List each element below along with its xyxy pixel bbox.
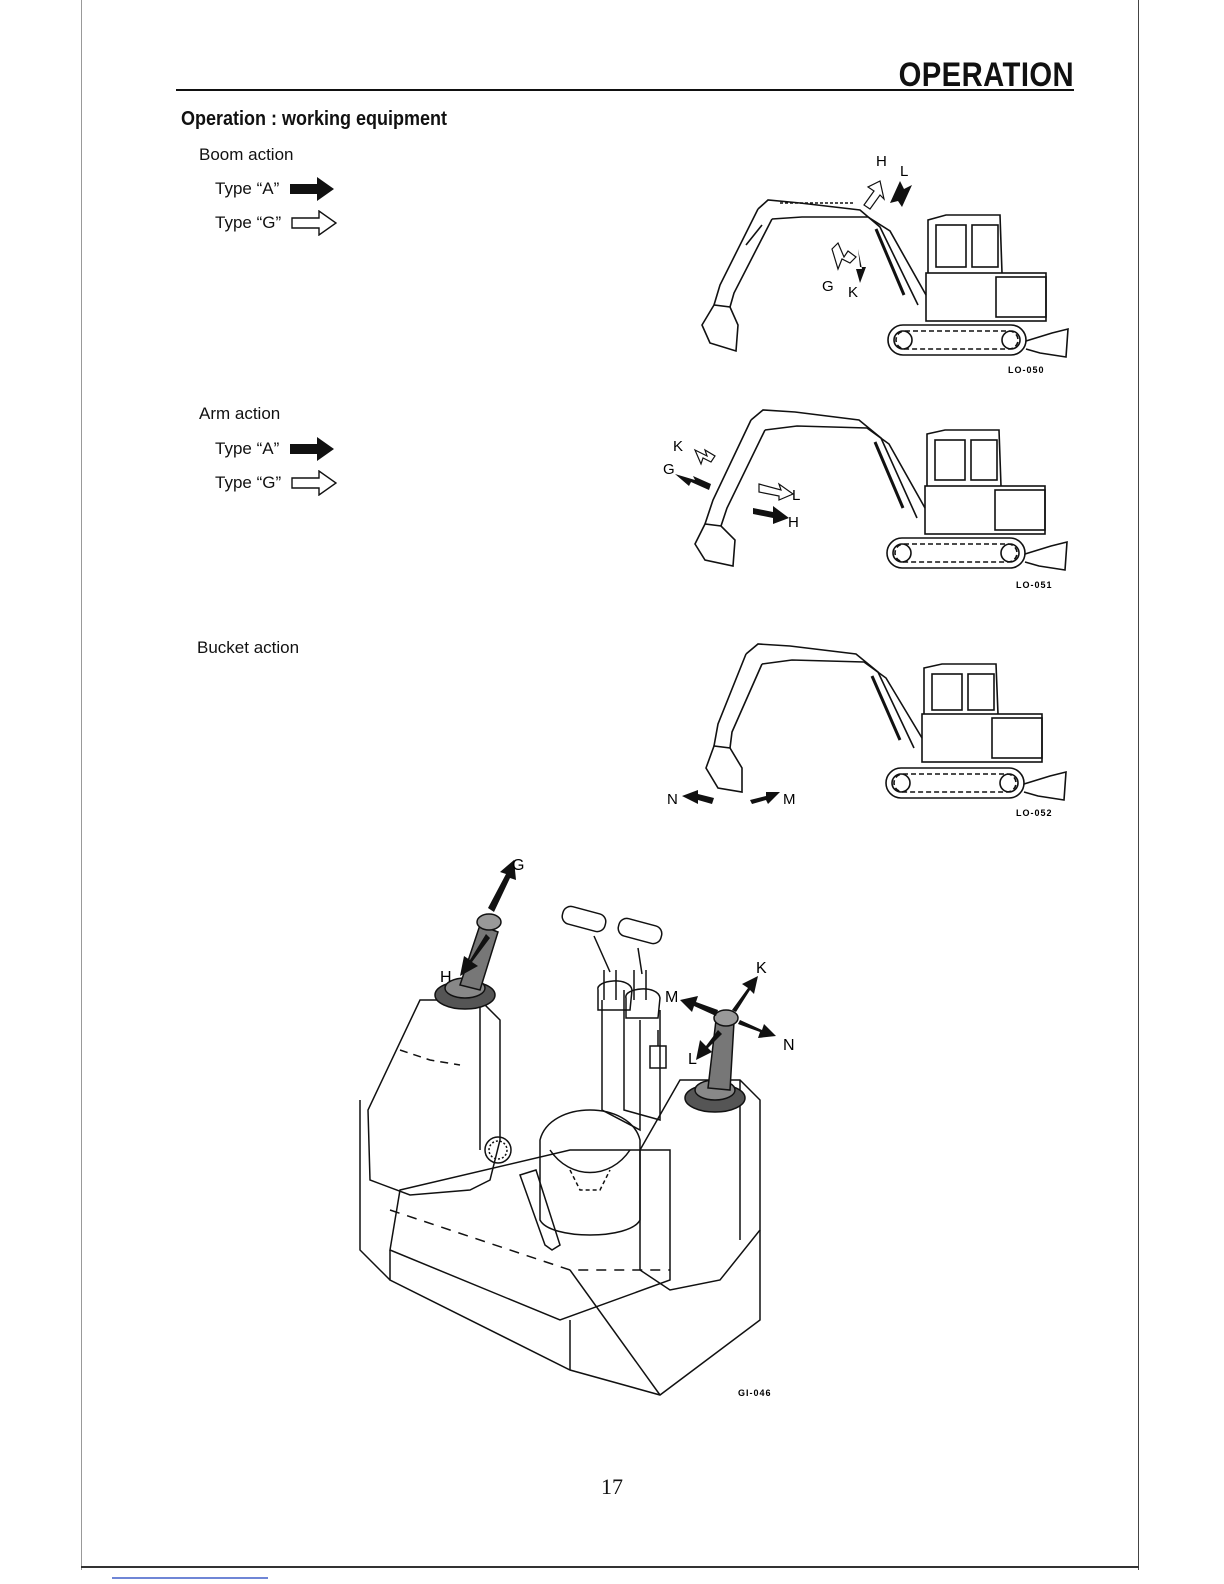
bucket-action-figure: N M LO-052 [660, 628, 1090, 828]
footer-mark [112, 1577, 268, 1579]
outline-arrow-icon [291, 470, 337, 496]
bucket-action-label: Bucket action [197, 638, 299, 658]
excavator-drawing [695, 410, 1067, 570]
arm-type-a-label: Type “A” [215, 439, 279, 459]
section-title: Operation : working equipment [181, 108, 447, 131]
boom-type-a-label: Type “A” [215, 179, 279, 199]
boom-arrow-label-l: L [900, 163, 908, 180]
bucket-arrows [682, 790, 780, 804]
bucket-arrow-label-n: N [667, 791, 678, 808]
boom-arrow-label-g: G [822, 278, 834, 295]
arm-action-label: Arm action [199, 404, 280, 424]
lever-arrow-label-m: M [665, 989, 678, 1006]
lever-arrow-label-h: H [440, 969, 452, 986]
boom-type-g-label: Type “G” [215, 213, 281, 233]
controls-figure-code: GI-046 [738, 1388, 772, 1398]
arm-type-g-row: Type “G” [215, 470, 337, 496]
arm-type-g-label: Type “G” [215, 473, 281, 493]
boom-figure-code: LO-050 [1008, 365, 1045, 375]
operator-console-drawing [360, 905, 760, 1395]
outline-arrow-icon [291, 210, 337, 236]
arm-figure-code: LO-051 [1016, 580, 1053, 590]
boom-type-a-row: Type “A” [215, 176, 335, 202]
arm-type-a-row: Type “A” [215, 436, 335, 462]
bucket-figure-code: LO-052 [1016, 808, 1053, 818]
arm-action-figure: K G L H LO-051 [655, 400, 1090, 600]
excavator-drawing [702, 200, 1068, 357]
arm-arrow-label-l: L [792, 487, 800, 504]
page-border-bottom [81, 1566, 1139, 1568]
lever-arrow-label-n: N [783, 1037, 795, 1054]
page-border-left [81, 0, 82, 1570]
boom-arrow-label-k: K [848, 284, 858, 301]
page-header-title: OPERATION [898, 56, 1074, 95]
boom-type-g-row: Type “G” [215, 210, 337, 236]
arm-arrow-label-h: H [788, 514, 799, 531]
lever-arrow-label-g: G [512, 857, 524, 874]
arm-arrows [675, 450, 793, 524]
lever-arrow-label-l: L [688, 1051, 697, 1068]
lever-arrow-label-k: K [756, 960, 767, 977]
boom-arrow-label-h: H [876, 153, 887, 170]
page-number: 17 [0, 1474, 1224, 1500]
excavator-drawing [706, 644, 1066, 800]
bucket-arrow-label-m: M [783, 791, 796, 808]
boom-action-figure: H L G K LO-050 [690, 145, 1090, 385]
page-border-right [1138, 0, 1139, 1570]
boom-action-label: Boom action [199, 145, 294, 165]
control-levers-figure: G H K M N L GI-046 [340, 850, 820, 1410]
arm-arrow-label-g: G [663, 461, 675, 478]
solid-arrow-icon [289, 436, 335, 462]
arm-arrow-label-k: K [673, 438, 683, 455]
solid-arrow-icon [289, 176, 335, 202]
